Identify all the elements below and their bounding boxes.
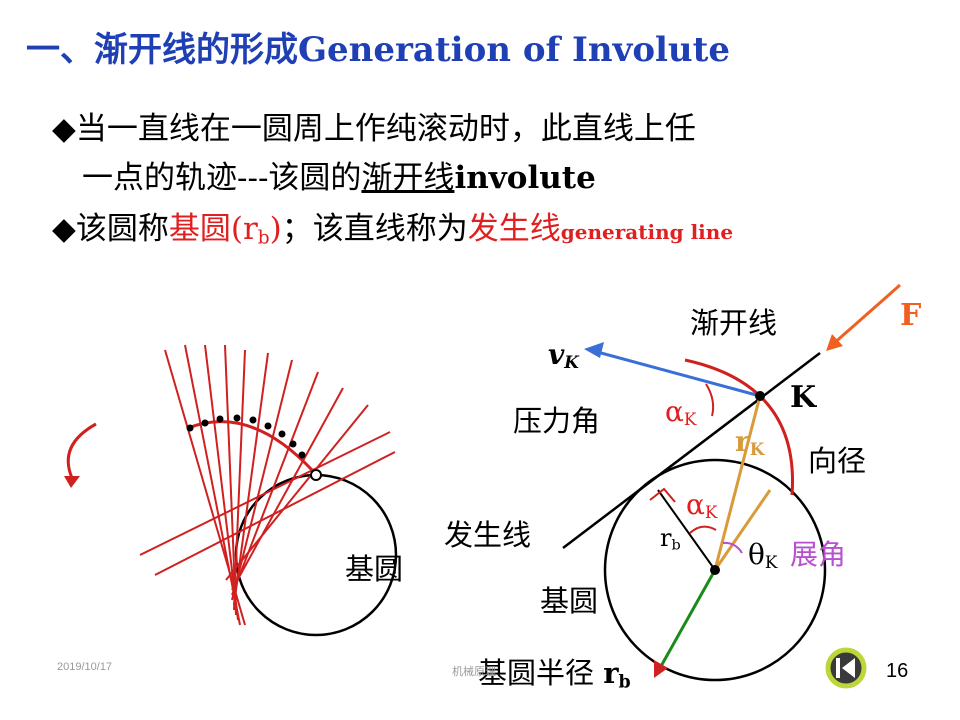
bullet-marker: ◆: [52, 211, 76, 247]
right-figure: [562, 283, 901, 682]
bullet-1-line-1: ◆当一直线在一圆周上作纯滚动时，此直线上任: [52, 103, 696, 148]
circle-center: [710, 565, 720, 575]
bullet-1-text: 当一直线在一圆周上作纯滚动时，此直线上任: [75, 111, 696, 147]
involute-label: 渐开线: [690, 306, 778, 340]
generating-line: [154, 451, 396, 576]
base-radius-label: 基圆半径 rb: [478, 656, 631, 693]
point-k: [755, 391, 765, 401]
left-circle-label: 基圆: [345, 552, 404, 586]
bullet-2-text-b: ；该直线称为: [281, 211, 468, 247]
alpha-k-arc: [689, 525, 717, 534]
slide-title: 一、渐开线的形成Generation of Involute: [26, 22, 730, 71]
title-en: Generation of Involute: [298, 30, 730, 70]
back-icon-bar: [836, 658, 840, 678]
generating-line: [225, 404, 369, 581]
theta-k-label: θK: [748, 538, 778, 573]
theta-k-arc: [722, 541, 743, 554]
term-generating-line: 发生线: [467, 211, 561, 247]
back-button[interactable]: [825, 647, 867, 689]
generating-line: [139, 431, 391, 556]
velocity-vector: [589, 348, 761, 398]
left-figure: [64, 344, 398, 637]
involute-point: [249, 416, 257, 424]
involute-point: [264, 422, 272, 430]
bullet-marker: ◆: [52, 111, 76, 147]
generating-line: [184, 344, 241, 626]
involute-point: [233, 414, 241, 422]
pressure-angle-label: 压力角: [513, 404, 601, 438]
rotation-arrow: [66, 422, 97, 479]
term-base-circle-symbol: (rb): [230, 211, 282, 249]
base-radius-arrow-head: [654, 660, 668, 678]
force-label: F: [900, 298, 922, 333]
rotation-arrow-head: [64, 476, 80, 488]
generating-line-set: [139, 344, 396, 626]
involute-points: [186, 414, 306, 459]
base-radius-vector: [658, 569, 717, 669]
footer-center-text: 机械原理: [452, 666, 496, 678]
velocity-arrow-head: [584, 342, 604, 358]
page-number: 16: [886, 660, 909, 682]
bullet-1-text-2: 一点的轨迹---该圆的: [82, 160, 362, 196]
bullet-2-text-a: 该圆称: [75, 211, 169, 247]
generating-line-label: 发生线: [444, 518, 532, 552]
pressure-angle-arc: [705, 383, 715, 417]
rb-label: rb: [660, 524, 681, 554]
right-angle-mark: [649, 487, 676, 503]
involute-point: [216, 415, 224, 423]
involute-curve-right: [684, 358, 795, 496]
radius-vector-rk: [713, 395, 762, 571]
title-zh: 渐开线的形成: [94, 30, 298, 70]
force-arrow-head: [826, 334, 843, 351]
generating-line-right: [562, 352, 821, 549]
term-involute-en: involute: [454, 160, 596, 196]
title-prefix: 一、: [26, 30, 94, 70]
term-generating-line-en: generating line: [560, 220, 734, 244]
generating-line: [231, 387, 344, 591]
generating-line: [231, 371, 319, 596]
term-base-circle: 基圆: [168, 211, 231, 247]
point-k-label: K: [790, 380, 817, 415]
term-involute-zh: 渐开线: [361, 160, 455, 196]
involute-start-radius: [713, 489, 772, 571]
alpha-k-label-top: αK: [665, 395, 697, 430]
footer-date: 2019/10/17: [57, 661, 113, 673]
right-base-circle: [603, 458, 827, 682]
back-icon: [842, 658, 855, 678]
bullet-1-line-2: 一点的轨迹---该圆的渐开线involute: [82, 152, 596, 197]
involute-point: [186, 424, 194, 432]
velocity-label: vK: [548, 338, 579, 373]
right-base-circle-label: 基圆: [540, 584, 599, 618]
radius-vector-name: 向径: [808, 444, 867, 478]
bullet-2: ◆该圆称基圆(rb)；该直线称为发生线generating line: [52, 203, 733, 249]
force-vector: [831, 283, 901, 347]
theta-name-label: 展角: [790, 538, 847, 571]
rk-label: rK: [735, 425, 765, 460]
involute-point: [289, 440, 297, 448]
generating-line: [204, 344, 239, 621]
base-radius-to-tangent: [657, 489, 716, 571]
involute-point: [278, 430, 286, 438]
contact-point: [310, 469, 322, 481]
alpha-k-label-center: αK: [686, 488, 718, 523]
involute-point: [201, 419, 209, 427]
involute-point: [298, 451, 306, 459]
